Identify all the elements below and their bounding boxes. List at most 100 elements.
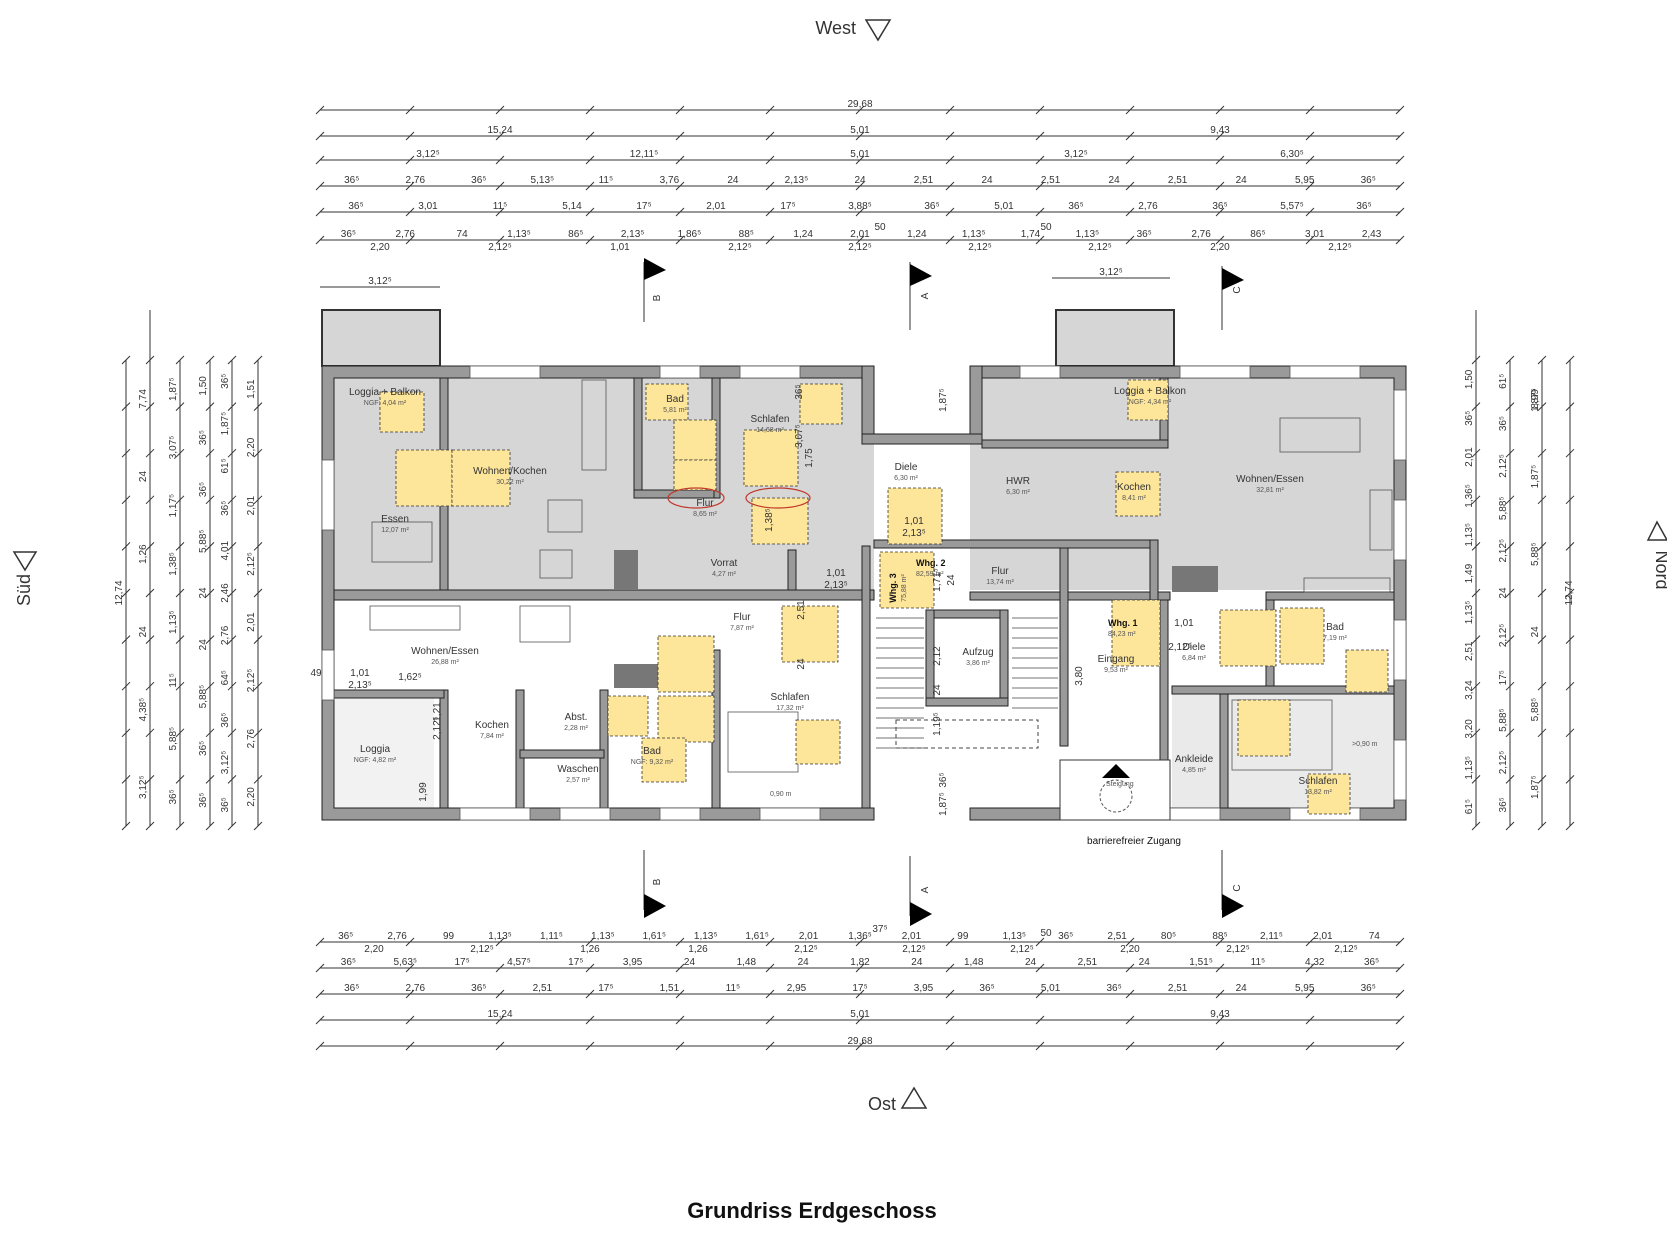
dim-right-col4-9: 2,12⁵ [1498,751,1509,775]
dim-top-row5-14: 36⁵ [1356,201,1371,212]
room-area-17: 9,53 m² [1104,667,1128,674]
dim-bottom-row3-9: 3,95 [914,983,934,994]
dim-bottom-row5-13: 1,13⁵ [1002,931,1026,942]
dim-right-col3-0: 1,50 [1464,369,1475,389]
dim-right-total: 12,74 [1564,580,1575,605]
room-area-20: NGF: 4,82 m² [354,757,397,764]
dim-top-row5-0: 36⁵ [348,201,363,212]
inner-dim-2: 24 [946,574,957,586]
room-name-8: HWR [1006,476,1030,487]
dim-right-col3-2: 2,01 [1464,447,1475,467]
dim-right-col2-2: 5,88⁵ [1530,542,1541,566]
dim-left-col3-5: 11⁵ [168,673,179,688]
room-name-21: Kochen [475,720,509,731]
dim-left-col6-2: 2,01 [246,495,257,515]
dim-left-total: 12,74 [114,580,125,605]
dim-left-col3-6: 5,88⁵ [168,727,179,751]
dim-bottom-row5b-4: 2,12⁵ [794,944,818,955]
dim-bottom-row5b-3: 1,26 [688,944,708,955]
building [321,309,1407,821]
room-name-19: Bad [1326,622,1344,633]
room-area-3: 14,68 m² [756,427,784,434]
dim-left-col3-3: 1,38⁵ [168,552,179,576]
dim-left-col3-0: 1,87⁵ [168,377,179,401]
dim-bottom-row5-8: 1,61⁵ [745,931,769,942]
dim-bottom-row5b-0: 2,20 [364,944,384,955]
dim-top-row6b-5: 2,12⁵ [968,242,992,253]
dim-bottom-row5-5: 1,13⁵ [591,931,615,942]
dim-top-row4-9: 2,51 [914,175,934,186]
dim-bottom-row5b-5: 2,12⁵ [902,944,926,955]
dim-top-row4-16: 36⁵ [1361,175,1376,186]
room-name-12: Flur [991,566,1009,577]
dim-top-row4-6: 24 [727,175,739,186]
dim-bottom-row4-1: 5,63⁵ [393,957,417,968]
dim-top-row5-7: 3,88⁵ [848,201,872,212]
door-dim-5: 2,12⁵ [1168,642,1192,653]
dim-top-mark50-b: 50 [1040,222,1052,233]
dim-right-col4-7: 17⁵ [1498,670,1509,685]
dim-top-row2-1: 5,01 [850,125,870,136]
dim-top-row5-9: 5,01 [994,201,1014,212]
dim-bottom-row4-2: 17⁵ [454,957,469,968]
dim-left-col4-5: 24 [198,639,209,651]
dim-top-row5-8: 36⁵ [924,201,939,212]
dim-top-row5-12: 36⁵ [1212,201,1227,212]
dim-bottom-row5-19: 2,01 [1313,931,1333,942]
room-area-15: 17,32 m² [776,705,804,712]
dim-left-col5-10: 36⁵ [220,797,231,812]
dim-top-row4-4: 11⁵ [599,175,614,186]
room-area-24: 2,57 m² [566,777,590,784]
dim-bottom-row3-2: 36⁵ [471,983,486,994]
dim-bottom-row5-10: 1,36⁵ [848,931,872,942]
inner-dim-11: 24 [796,658,807,670]
dim-top-row6-3: 1,13⁵ [507,229,531,240]
dim-bottom-row5b-1: 2,12⁵ [470,944,494,955]
room-area-26: 13,82 m² [1304,789,1332,796]
dim-left-col4-2: 36⁵ [198,482,209,497]
dim-top-row4-15: 5,95 [1295,175,1315,186]
inner-dim-7: 1,99 [418,782,429,802]
inner-dim-8: 1,21 [432,702,443,722]
door-dim-1: 2,13⁵ [902,528,926,539]
dim-top-row6-15: 2,76 [1191,229,1211,240]
dim-top-row3-0: 3,12⁵ [416,149,440,160]
dim-top-loggia-right: 3,12⁵ [1099,267,1123,278]
dim-right-col3-8: 3,24 [1464,680,1475,700]
dim-top-row6-16: 86⁵ [1250,229,1265,240]
unit-tags: Whg. 3 75,88 m² Whg. 2 82,59 m² Whg. 1 8… [888,558,1138,638]
dim-right-col4-4: 2,12⁵ [1498,539,1509,563]
unit-tag-1: Whg. 1 [1108,618,1138,628]
dim-top-row6-5: 2,13⁵ [621,229,645,240]
dim-left-col2-1: 24 [138,471,149,483]
room-area-5: 8,65 m² [693,511,717,518]
dim-right-col4-6: 2,12⁵ [1498,624,1509,648]
dim-left-col5-5: 2,46 [220,583,231,603]
dim-bottom-row2-1: 5,01 [850,1009,870,1020]
dim-top-row6-13: 1,13⁵ [1076,229,1100,240]
inner-dim-19: 1,87⁵ [1530,388,1541,412]
dim-top-row3-2: 5,01 [850,149,870,160]
dim-bottom-row4-9: 1,82 [850,957,870,968]
section-a-top-label: A [920,292,931,299]
dim-top-row4-5: 3,76 [660,175,680,186]
dim-right-col2-5: 1,87⁵ [1530,775,1541,799]
dim-top-row5-1: 3,01 [418,201,438,212]
inner-dim-1: 1,71⁵ [932,568,943,592]
dim-right-col2-1: 1,87⁵ [1530,465,1541,489]
dim-bottom-row4-11: 1,48 [964,957,984,968]
dim-top-row6-12: 1,74 [1021,229,1041,240]
compass-west: West [815,18,892,42]
room-name-24: Waschen [557,764,598,775]
door-dim-0: 1,01 [904,516,924,527]
dim-right-col3-1: 36⁵ [1464,411,1475,426]
door-dim-6: 1,62⁵ [398,672,422,683]
dim-left-col5-3: 36⁵ [220,501,231,516]
dim-bottom-row3-15: 5,95 [1295,983,1315,994]
dim-bottom-row5-17: 88⁵ [1212,931,1227,942]
dim-top-row6b-2: 1,01 [610,242,630,253]
section-b-top-flag [644,258,666,280]
dim-bottom-row4-12: 24 [1025,957,1037,968]
dim-bottom-row4-13: 2,51 [1078,957,1098,968]
